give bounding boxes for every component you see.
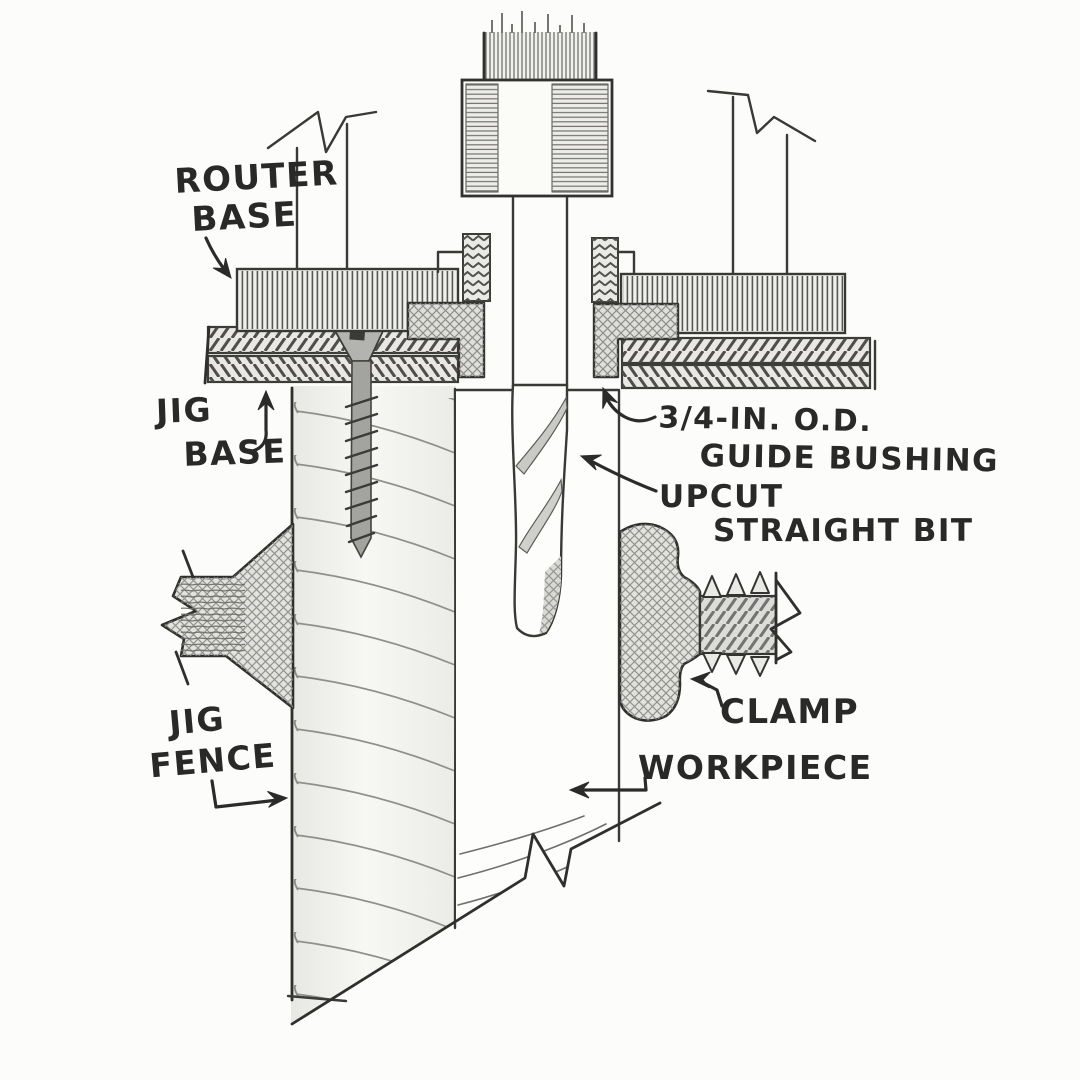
- jig-base-right-bottom-hatch: [622, 365, 870, 388]
- label-jig-fence: JIG FENCE: [148, 699, 278, 786]
- jig-base-left-end: [203, 325, 211, 385]
- workpiece-leader: [578, 776, 648, 792]
- bottom-break-line: [290, 801, 662, 1026]
- jig-base-label-line1: JIG: [153, 390, 212, 431]
- posts-left-break: [266, 110, 378, 154]
- router-bit: [511, 194, 569, 638]
- clamp-left-break-ticks: [174, 549, 195, 686]
- label-jig-base: JIG BASE: [153, 390, 287, 474]
- upcut-bit-arrowhead: [579, 454, 602, 471]
- guide-bushing-right: [591, 237, 680, 379]
- bushing-left-locknut-threads: [463, 234, 490, 301]
- jig-fence-label-line1: JIG: [165, 699, 226, 743]
- router-posts-right: [706, 89, 817, 276]
- clamp-label: CLAMP: [720, 692, 859, 732]
- fence-bottom-tick: [286, 994, 348, 1003]
- label-router-base: ROUTER BASE: [173, 153, 339, 240]
- bushing-right-flange-hatch: [594, 304, 678, 377]
- label-guide-bushing: 3/4-IN. O.D. GUIDE BUSHING: [658, 400, 999, 479]
- guide-bushing-left: [406, 233, 491, 379]
- bushing-left-step: [436, 250, 465, 274]
- clamp-right: [618, 522, 802, 722]
- clamp-screw-break-end: [769, 571, 802, 665]
- clamp-screw-shading: [700, 596, 776, 654]
- motor-shaft-sides: [482, 31, 598, 82]
- router-base-label-line1: ROUTER: [173, 153, 339, 202]
- bit-spiral-1: [515, 395, 568, 475]
- jig-fence-board: [286, 386, 457, 1024]
- jig-base-left-bottom-hatch: [208, 356, 458, 382]
- workpiece-label: WORKPIECE: [638, 748, 873, 787]
- guide-bushing-leader: [604, 395, 657, 423]
- fence-grain: [291, 398, 456, 1024]
- collet-right-band-hatch: [552, 84, 608, 192]
- jig-base-right-top-hatch: [622, 338, 870, 363]
- jig-base-arrowhead: [257, 389, 275, 411]
- bushing-right-step: [616, 250, 636, 276]
- bushing-right-locknut-threads: [592, 238, 618, 302]
- workpiece-arrowhead: [568, 781, 590, 799]
- label-upcut-bit: UPCUT STRAIGHT BIT: [659, 479, 974, 549]
- upcut-bit-leader: [589, 459, 658, 493]
- bit-tip-hatch: [539, 556, 561, 634]
- posts-right-break: [706, 89, 817, 143]
- bushing-left-flange-hatch: [408, 303, 484, 377]
- collet-left-band-hatch: [466, 84, 498, 192]
- upcut-bit-label-line1: UPCUT: [659, 479, 783, 515]
- upcut-bit-label-line2: STRAIGHT BIT: [713, 513, 974, 549]
- router-base-arrowhead: [212, 257, 232, 280]
- motor-shaft-ragged-top2: [491, 11, 585, 33]
- jig-screw: [332, 321, 385, 559]
- guide-bushing-label-line2: GUIDE BUSHING: [699, 438, 999, 479]
- guide-bushing-arrowhead: [602, 386, 618, 409]
- router-collet: [460, 11, 614, 198]
- bit-spiral-2: [518, 477, 563, 554]
- posts-left-lines: [295, 122, 349, 271]
- clamp-left-bar-grain: [181, 579, 245, 654]
- clamp-arrowhead: [689, 671, 711, 689]
- clamp-screw-teeth-top: [702, 571, 770, 598]
- clamp-right-pad-hatch: [620, 523, 700, 721]
- router-base-label-line2: BASE: [190, 195, 298, 240]
- jig-base-leader: [247, 397, 268, 454]
- jig-base-label-line2: BASE: [183, 431, 287, 474]
- router-base-leader: [204, 236, 226, 271]
- jig-fence-arrowhead: [267, 790, 289, 808]
- jig-fence-leader: [210, 779, 280, 809]
- motor-shaft-hatch: [484, 32, 596, 80]
- jig-base-right: [620, 336, 877, 391]
- clamp-left: [160, 522, 295, 710]
- router-posts-left: [266, 110, 378, 271]
- screw-shaft: [350, 360, 372, 559]
- guide-bushing-label-line1: 3/4-IN. O.D.: [658, 400, 872, 439]
- posts-right-lines: [731, 95, 789, 276]
- annotations: ROUTER BASE JIG BASE 3/4-IN. O.D. GUIDE …: [148, 153, 999, 809]
- clamp-screw-teeth-bottom: [702, 652, 770, 677]
- screw-threads: [344, 395, 379, 544]
